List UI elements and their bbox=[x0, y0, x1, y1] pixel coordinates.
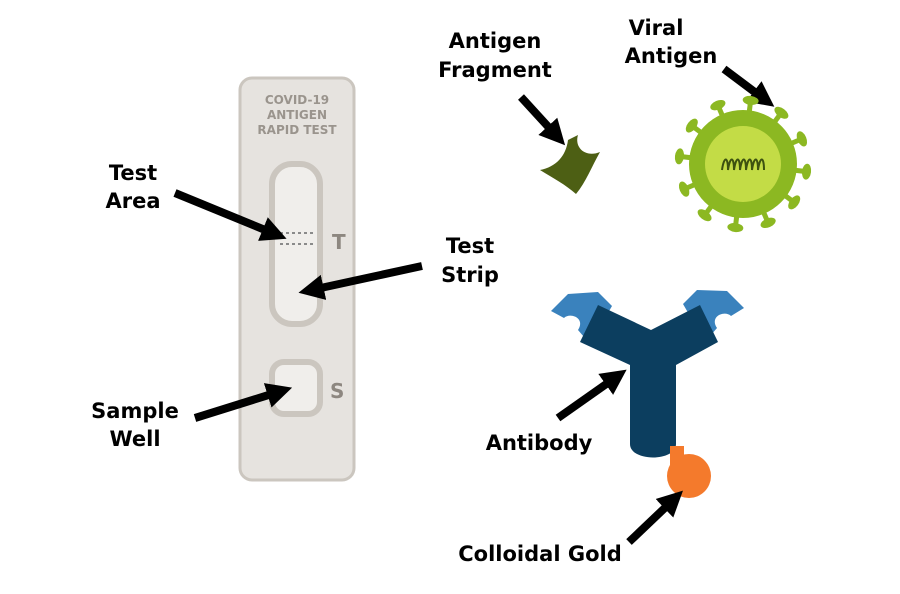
cassette-title-line-3: RAPID TEST bbox=[257, 123, 337, 137]
label-test-area-line-2: Area bbox=[105, 189, 160, 213]
label-test-area-line-1: Test bbox=[109, 161, 157, 185]
label-antigen-fragment-line-2: Fragment bbox=[438, 58, 552, 82]
virus-spike-head bbox=[697, 209, 712, 222]
label-antigen-fragment-line-1: Antigen bbox=[449, 29, 542, 53]
label-sample-well-line-1: Sample bbox=[91, 399, 179, 423]
virus-spike-head bbox=[678, 181, 690, 197]
cassette-title-line-1: COVID-19 bbox=[265, 93, 329, 107]
viral-rna-coil bbox=[721, 158, 765, 171]
antibody-shape bbox=[551, 290, 744, 458]
label-colloidal-gold: Colloidal Gold bbox=[458, 542, 621, 566]
label-test-strip-line-2: Strip bbox=[441, 263, 499, 287]
label-antibody: Antibody bbox=[486, 431, 593, 455]
label-test-strip-line-1: Test bbox=[446, 234, 494, 258]
virus-inner-core bbox=[705, 126, 781, 202]
virus-spike-head bbox=[801, 163, 812, 180]
arrow-antibody bbox=[555, 369, 627, 422]
test-cassette: COVID-19 ANTIGEN RAPID TEST T S bbox=[238, 76, 356, 482]
arrow-test-area bbox=[173, 189, 287, 241]
virus-spike-head bbox=[674, 148, 685, 165]
test-marker: T bbox=[332, 230, 346, 254]
virus-spike-head bbox=[727, 222, 744, 233]
label-sample-well-line-2: Well bbox=[109, 427, 160, 451]
virus-spike-head bbox=[742, 95, 759, 106]
arrow-colloidal-gold bbox=[626, 490, 683, 545]
antigen-fragment-shape bbox=[540, 135, 600, 194]
label-viral-antigen-line-2: Antigen bbox=[625, 44, 718, 68]
virus-particle bbox=[674, 95, 812, 233]
virus-spike-head bbox=[788, 195, 801, 210]
virus-spike-head bbox=[774, 106, 789, 119]
virus-spike-head bbox=[760, 217, 776, 229]
virus-spike-head bbox=[685, 118, 698, 133]
virus-spike-head bbox=[710, 99, 726, 111]
antibody-body bbox=[580, 305, 718, 458]
arrow-test-strip bbox=[298, 262, 423, 300]
sample-well bbox=[269, 359, 323, 417]
arrow-antigen-fragment bbox=[518, 94, 566, 146]
colloidal-gold-particle bbox=[667, 454, 711, 498]
sample-marker: S bbox=[330, 379, 344, 403]
virus-spike-head bbox=[796, 131, 808, 147]
arrow-sample-well bbox=[193, 383, 293, 422]
arrow-viral-antigen bbox=[721, 65, 775, 107]
label-viral-antigen-line-1: Viral bbox=[629, 16, 684, 40]
cassette-title-line-2: ANTIGEN bbox=[267, 108, 327, 122]
